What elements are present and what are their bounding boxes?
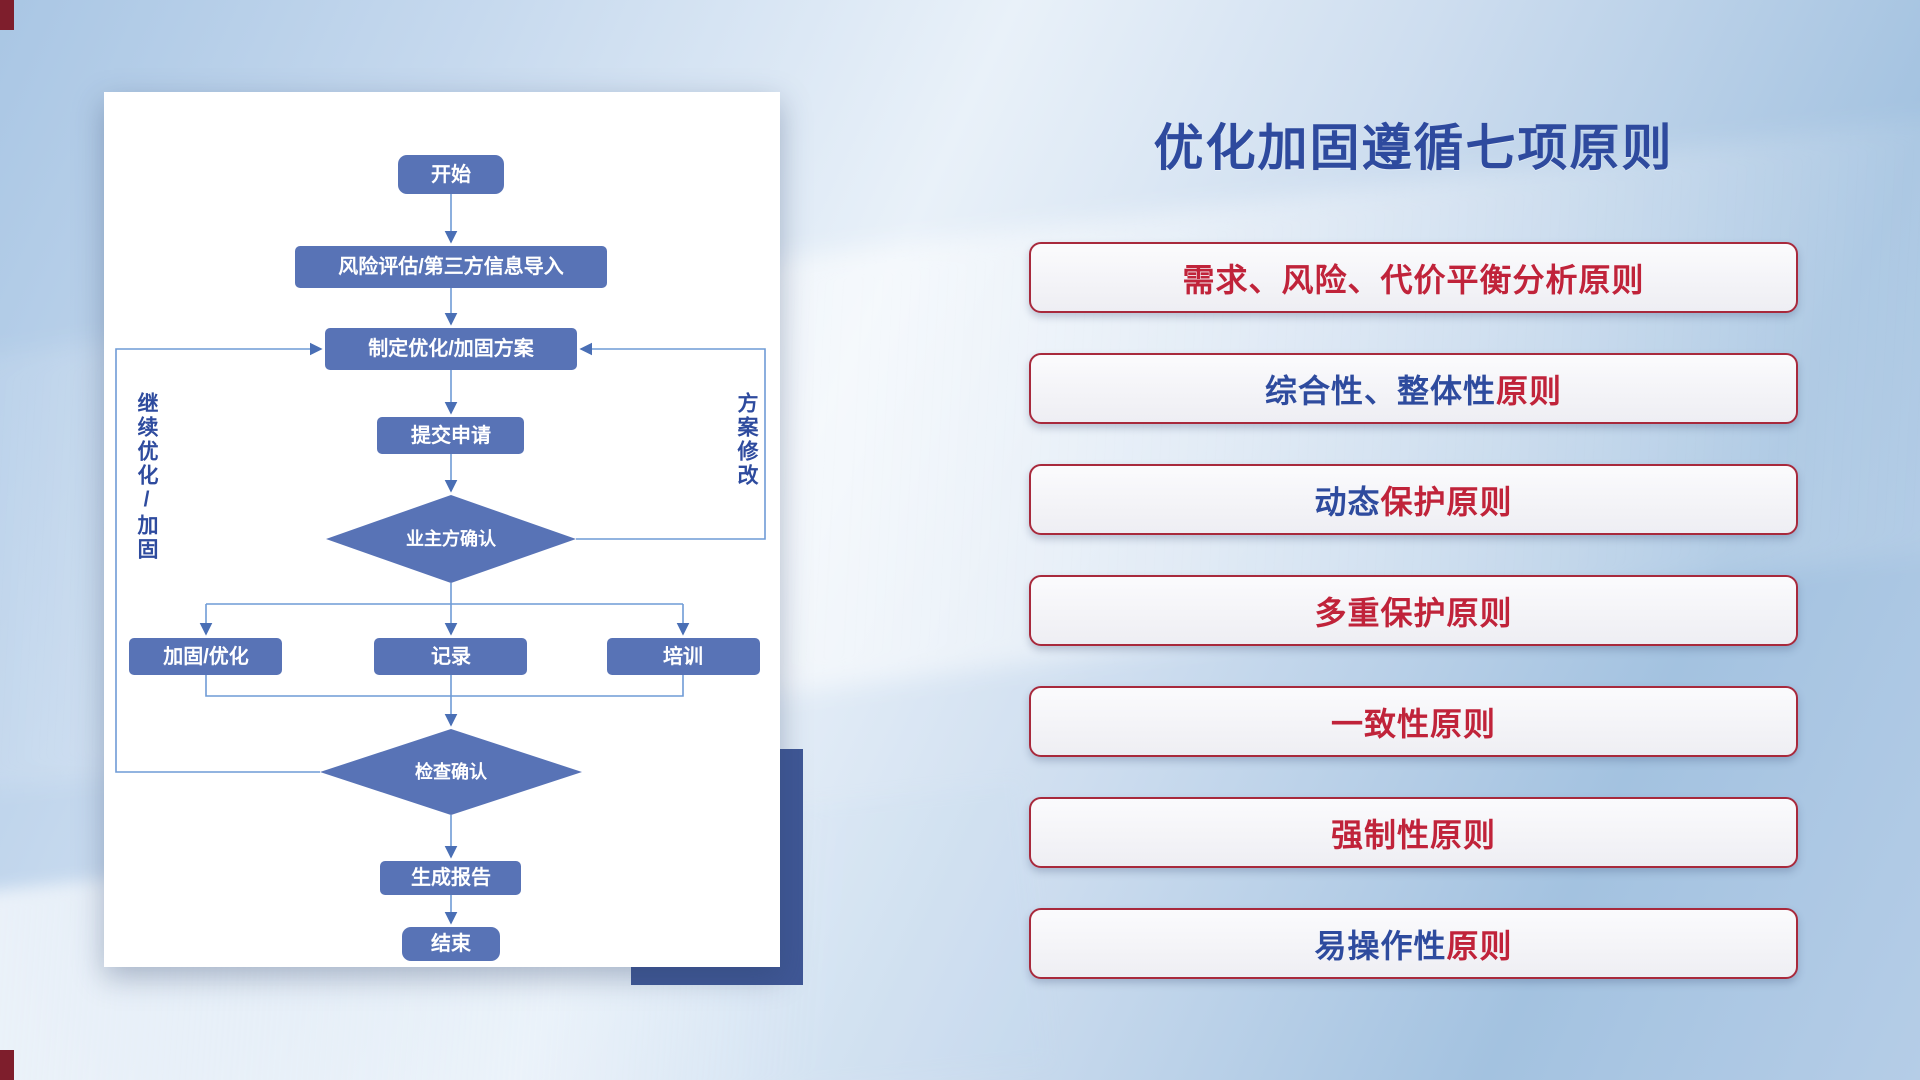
principle-box-3: 动态 保护原则 <box>1029 464 1798 535</box>
node-make-plan-label: 制定优化/加固方案 <box>368 336 535 360</box>
node-owner-confirm: 业主方确认 <box>326 495 576 583</box>
node-check-confirm-label: 检查确认 <box>415 761 488 782</box>
node-report-label: 生成报告 <box>411 865 491 889</box>
node-make-plan-shape <box>325 328 577 370</box>
node-record: 记录 <box>374 638 527 675</box>
edge-merge-horizontal <box>205 675 684 697</box>
principle-box-7: 易操作性 原则 <box>1029 908 1798 979</box>
principle-3-segment-2: 保护原则 <box>1380 483 1513 520</box>
node-end-shape <box>402 927 500 961</box>
node-report-shape <box>380 861 521 895</box>
principle-6-segment-1: 强制性原则 <box>1330 816 1496 853</box>
principle-box-2: 综合性、整体性 原则 <box>1029 353 1798 424</box>
edge-loop-continue-optimize <box>115 342 323 773</box>
flowchart-card: 开始 风险评估/第三方信息导入 制定优化/加固方案 提交申请 业主方确认 加固/ <box>104 92 780 967</box>
node-training: 培训 <box>607 638 760 675</box>
node-harden-optimize-label: 加固/优化 <box>162 644 249 668</box>
page-title: 优化加固遵循七项原则 <box>1153 120 1674 176</box>
node-check-confirm-shape <box>320 729 582 815</box>
node-end: 结束 <box>402 927 500 961</box>
node-end-label: 结束 <box>431 931 472 955</box>
principle-3-segment-1: 动态 <box>1314 483 1381 520</box>
node-start: 开始 <box>398 155 504 194</box>
principle-box-1: 需求、风险、代价平衡分析原则 <box>1029 242 1798 313</box>
node-record-label: 记录 <box>431 645 471 668</box>
node-report: 生成报告 <box>380 861 521 895</box>
node-risk-import-shape <box>295 246 607 288</box>
principle-2-segment-1: 综合性、整体性 <box>1264 372 1496 409</box>
node-submit-shape <box>377 417 524 454</box>
loop-label-plan-modify: 方案修改 <box>735 392 758 488</box>
principle-box-4: 多重保护原则 <box>1029 575 1798 646</box>
principle-box-5: 一致性原则 <box>1029 686 1798 757</box>
node-training-label: 培训 <box>663 644 703 668</box>
flowchart-diagram: 开始 风险评估/第三方信息导入 制定优化/加固方案 提交申请 业主方确认 加固/ <box>115 155 766 961</box>
principle-2-segment-2: 原则 <box>1496 372 1563 409</box>
node-risk-import-label: 风险评估/第三方信息导入 <box>338 254 564 278</box>
principles-list: 需求、风险、代价平衡分析原则 综合性、整体性 原则 动态 保护原则 多重保护原则… <box>1029 242 1798 979</box>
node-owner-confirm-shape <box>326 495 576 583</box>
node-submit-label: 提交申请 <box>411 423 491 447</box>
node-owner-confirm-label: 业主方确认 <box>406 528 497 549</box>
node-start-shape <box>398 155 504 194</box>
principle-7-segment-2: 原则 <box>1446 927 1513 964</box>
node-start-label: 开始 <box>431 162 471 186</box>
node-harden-optimize-shape <box>129 638 282 675</box>
corner-mark-bottom-left <box>0 1050 14 1080</box>
corner-mark-top-left <box>0 0 14 30</box>
principle-5-segment-1: 一致性原则 <box>1330 705 1496 742</box>
node-submit: 提交申请 <box>377 417 524 454</box>
principle-box-6: 强制性原则 <box>1029 797 1798 868</box>
node-risk-import: 风险评估/第三方信息导入 <box>295 246 607 288</box>
principle-4-segment-1: 多重保护原则 <box>1314 594 1513 631</box>
node-harden-optimize: 加固/优化 <box>129 638 282 675</box>
node-record-shape <box>374 638 527 675</box>
node-make-plan: 制定优化/加固方案 <box>325 328 577 370</box>
principle-7-segment-1: 易操作性 <box>1314 927 1447 964</box>
node-check-confirm: 检查确认 <box>320 729 582 815</box>
loop-label-continue-optimize: 继续优化/加固 <box>135 392 158 562</box>
edge-loop-plan-modify <box>576 342 766 540</box>
principle-1-segment-1: 需求、风险、代价平衡分析原则 <box>1182 261 1645 298</box>
node-training-shape <box>607 638 760 675</box>
